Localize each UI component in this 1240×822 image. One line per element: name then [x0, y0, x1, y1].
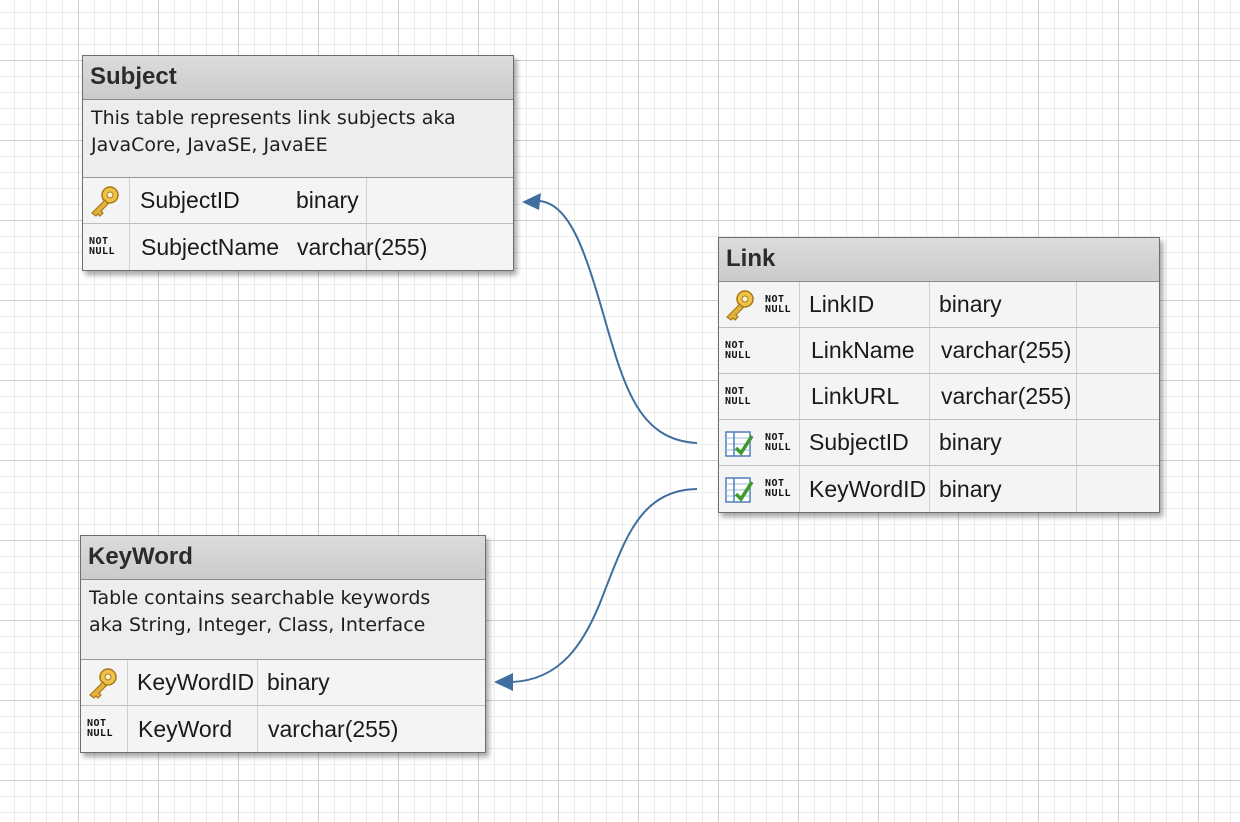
column-name: SubjectName	[141, 233, 280, 260]
column-name: LinkURL	[811, 383, 900, 409]
relationship-link-subject[interactable]	[539, 200, 698, 444]
column-row[interactable]: SubjectID binary	[83, 178, 513, 224]
column-name: LinkName	[811, 337, 915, 363]
relationship-link-keyword[interactable]	[511, 488, 698, 683]
foreign-key-icon	[725, 430, 754, 457]
primary-key-icon	[89, 667, 117, 699]
column-type: varchar(255)	[297, 233, 428, 260]
foreign-key-icon	[725, 477, 754, 503]
arrowhead-keyword	[494, 673, 513, 691]
column-name: SubjectID	[140, 187, 240, 213]
column-name: SubjectID	[809, 429, 909, 455]
column-type: binary	[939, 291, 1002, 317]
primary-key-icon	[91, 185, 119, 217]
entity-comment: Table contains searchable keywords aka S…	[81, 580, 485, 660]
column-type: varchar(255)	[941, 337, 1072, 363]
column-type: binary	[296, 187, 359, 213]
column-name: LinkID	[809, 291, 875, 317]
arrowhead-subject	[522, 193, 541, 210]
column-name: KeyWordID	[809, 475, 927, 502]
entity-comment: This table represents link subjects aka …	[83, 100, 513, 178]
column-name: KeyWordID	[137, 669, 255, 695]
column-type: varchar(255)	[941, 383, 1072, 409]
column-row[interactable]: KeyWordID binary	[81, 660, 485, 706]
entity-title[interactable]: Link	[719, 238, 1159, 282]
entity-keyword[interactable]: KeyWord Table contains searchable keywor…	[80, 535, 486, 753]
column-type: varchar(255)	[268, 715, 399, 742]
column-name: KeyWord	[138, 715, 233, 742]
primary-key-icon	[726, 289, 754, 321]
entity-title[interactable]: Subject	[83, 56, 513, 100]
column-type: binary	[939, 429, 1002, 455]
column-type: binary	[939, 475, 1002, 502]
entity-subject[interactable]: Subject This table represents link subje…	[82, 55, 514, 271]
column-type: binary	[267, 669, 330, 695]
entity-title[interactable]: KeyWord	[81, 536, 485, 580]
